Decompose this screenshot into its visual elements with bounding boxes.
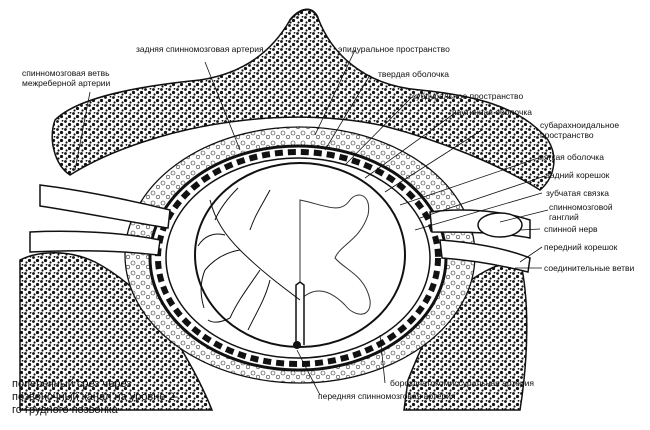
label-spinal-branch-intercostal: спинномозговая ветвь межреберной артерии (22, 68, 111, 88)
spinal-cord (194, 162, 406, 349)
label-communicating-branches: соединительные ветви (544, 263, 635, 273)
label-anterior-spinal-artery: передняя спинномозговая артерия (318, 391, 456, 401)
label-spinal-nerve: спинной нерв (544, 224, 598, 234)
label-dura-mater: твердая оболочка (378, 69, 450, 79)
label-pia-mater: мягкая оболочка (538, 152, 604, 162)
leader-lines (74, 49, 549, 396)
label-posterior-root: задний корешок (546, 170, 610, 180)
vertebral-body-right (403, 259, 528, 411)
nerve-roots-right (429, 209, 531, 273)
nerve-roots-left (29, 184, 171, 256)
label-arachnoid: паутинная оболочка (452, 107, 532, 117)
label-posterior-spinal-artery: задняя спинномозговая артерия (136, 44, 264, 54)
label-subarachnoid-space: субарахноидальное пространство (540, 120, 620, 140)
figure-caption: поперечный срез через позвоночный канал … (12, 378, 179, 416)
label-denticulate-ligament: зубчатая связка (546, 188, 609, 198)
label-sulcocommissural-artery: бороздчатокомиссуральная артерия (390, 378, 535, 388)
label-spinal-ganglion: спинномозговой ганглий (549, 202, 613, 222)
label-subdural-space: субдуральное пространство (412, 91, 524, 101)
vertebral-arch (51, 8, 555, 191)
label-epidural-space: эпидуральное пространство (338, 44, 450, 54)
label-anterior-root: передний корешок (544, 242, 618, 252)
